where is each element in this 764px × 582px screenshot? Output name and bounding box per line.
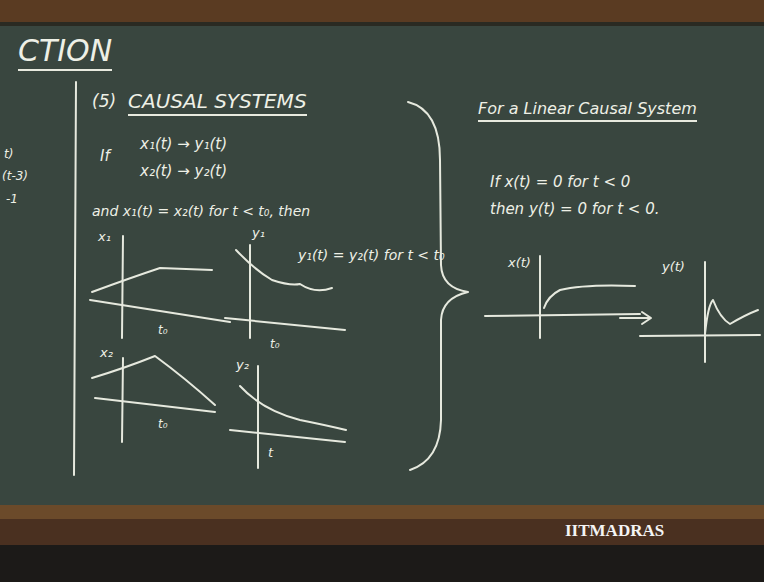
margin-note: (t-3) [2,170,28,183]
axis-label: t₀ [158,324,168,337]
conclusion-text: then y(t) = 0 for t < 0. [490,201,659,218]
watermark: IITMADRAS [565,522,664,541]
axis-label: x(t) [508,256,531,270]
condition-text: If x(t) = 0 for t < 0 [490,174,630,191]
margin-note: -1 [6,193,18,206]
section-title: For a Linear Causal System [478,100,697,122]
axis-label: y₁ [252,226,265,240]
axis-label: t₀ [270,338,280,351]
axis-label: x₂ [100,346,113,360]
axis-label: t₀ [158,418,168,431]
section-title: CAUSAL SYSTEMS [128,90,307,116]
conclusion-text: y₁(t) = y₂(t) for t < t₀ [298,248,445,263]
mapping-text: x₁(t) → y₁(t) [140,136,227,153]
mapping-text: x₂(t) → y₂(t) [140,163,227,180]
axis-label: y(t) [662,260,685,274]
condition-text: and x₁(t) = x₂(t) for t < t₀, then [92,204,310,219]
section-number: (5) [92,92,116,111]
heading-fragment: CTION [18,34,112,71]
axis-label: t [268,446,273,460]
margin-note: t) [4,148,13,161]
axis-label: x₁ [98,230,111,244]
axis-label: y₂ [236,358,249,372]
condition-word: If [100,148,110,165]
